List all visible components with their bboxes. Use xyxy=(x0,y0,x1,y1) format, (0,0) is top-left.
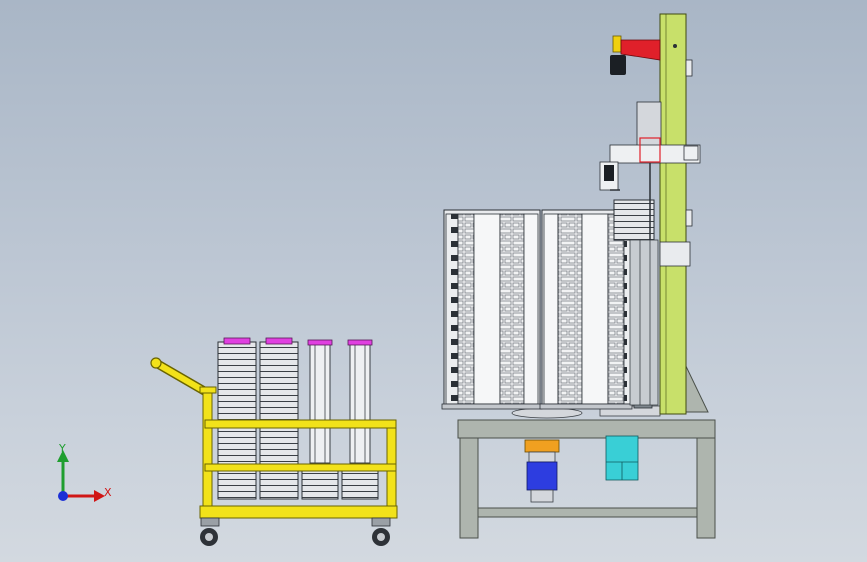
x-axis-label: X xyxy=(104,486,112,499)
y-axis-label: Y xyxy=(58,442,66,455)
column-support-bracket xyxy=(682,359,709,413)
cart-frame xyxy=(199,386,398,519)
top-sensor-bracket xyxy=(610,35,661,75)
lift-column[interactable] xyxy=(659,13,693,415)
axis-triad: Y X xyxy=(57,442,112,502)
caster-left xyxy=(200,517,220,546)
stacking-machine[interactable] xyxy=(441,13,716,539)
disc-stack-2 xyxy=(259,337,299,500)
machine-base-frame xyxy=(457,419,716,539)
disc-stack-1 xyxy=(217,337,257,500)
feed-disc-stack xyxy=(613,199,659,406)
y-axis-arrow-head xyxy=(57,450,69,462)
cart-handle[interactable] xyxy=(150,357,211,397)
x-axis-arrow-head xyxy=(94,490,105,502)
disc-magazine-right xyxy=(539,209,635,410)
drive-motor-cyan xyxy=(605,435,639,481)
disc-magazine-left xyxy=(441,209,543,410)
gripper-carriage[interactable] xyxy=(599,101,701,240)
drive-motor-blue xyxy=(524,439,560,503)
carrier-cart[interactable] xyxy=(150,337,398,546)
caster-right xyxy=(371,517,391,546)
z-axis-dot xyxy=(58,491,68,501)
